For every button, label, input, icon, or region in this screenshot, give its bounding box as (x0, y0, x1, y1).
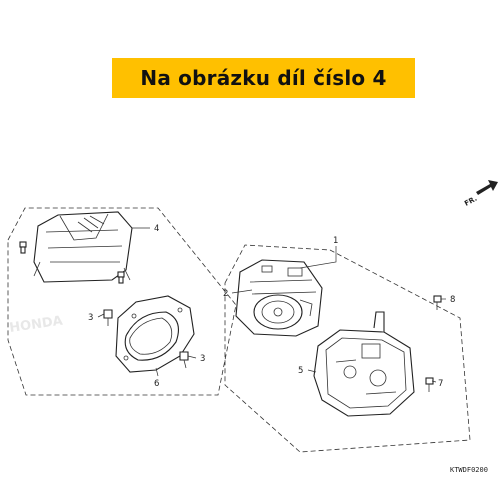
screw-3b (179, 351, 189, 369)
screw-4a (19, 241, 27, 254)
front-direction-arrow (476, 180, 498, 195)
leader-3b (187, 355, 197, 359)
leader-3a (97, 313, 105, 318)
callout-8: 8 (450, 295, 455, 305)
screw-4b (117, 271, 125, 284)
callout-4: 4 (154, 224, 159, 234)
group-outline-right (224, 244, 471, 453)
part-4-cover (33, 211, 133, 283)
front-direction-label: FR. (463, 195, 478, 208)
part-number-banner: Na obrázku díl číslo 4 (112, 58, 415, 98)
leader-1 (299, 246, 337, 269)
callout-5: 5 (298, 366, 303, 376)
callout-7: 7 (438, 379, 443, 389)
part-6-bezel (115, 295, 195, 373)
leader-6 (155, 367, 159, 377)
part-5-case (313, 311, 415, 417)
leader-7 (431, 380, 437, 383)
diagram-code: KTWDF0200 (450, 466, 488, 474)
leader-5 (307, 369, 317, 373)
callout-1: 1 (333, 236, 338, 246)
callout-3b: 3 (200, 354, 205, 364)
callout-3a: 3 (88, 313, 93, 323)
part-1-meter (235, 259, 323, 337)
callout-6: 6 (154, 379, 159, 389)
watermark-logo: HONDA (8, 314, 63, 336)
leader-2 (231, 289, 253, 294)
banner-text: Na obrázku díl číslo 4 (140, 66, 387, 90)
callout-2: 2 (223, 289, 228, 299)
group-outline-left (7, 207, 237, 396)
screw-7 (425, 377, 434, 392)
screw-3a (103, 309, 113, 326)
